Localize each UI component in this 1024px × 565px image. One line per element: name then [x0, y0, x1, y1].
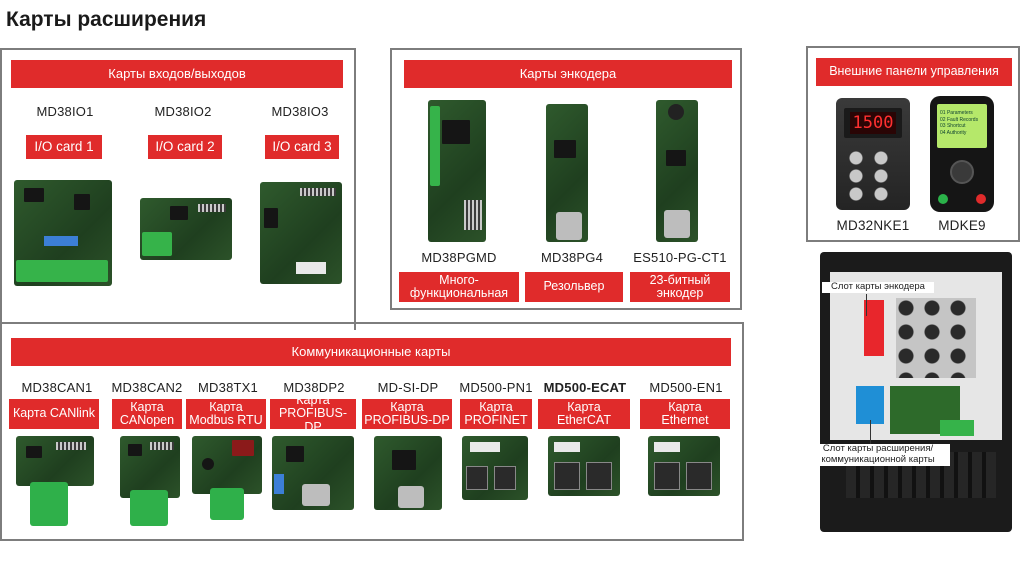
comm-card-8-tag: Карта Ethernet: [640, 399, 730, 429]
page-title: Карты расширения: [6, 8, 207, 31]
encoder-card-3-tag: 23-битный энкодер: [630, 272, 730, 302]
encoder-card-2-model: MD38PG4: [540, 250, 604, 265]
keypad-md32nke1-display: 1500: [850, 112, 896, 134]
comm-card-7-image: [548, 436, 620, 496]
keypad-md32nke1-image: 1500: [836, 98, 910, 210]
encoder-card-1-model: MD38PGMD: [421, 250, 497, 265]
comm-card-4-tag: Карта PROFIBUS-DP: [270, 394, 356, 433]
comm-card-4-image: [272, 436, 354, 510]
io-cards-banner: Карты входов/выходов: [11, 60, 343, 88]
encoder-slot-leader: [866, 294, 867, 316]
comm-card-2-tag: Карта CANopen: [112, 399, 182, 429]
comm-card-5-image: [374, 436, 442, 510]
comm-card-3-image: [192, 436, 262, 494]
comm-card-6-model: MD500-PN1: [459, 380, 533, 395]
encoder-card-3-image: [656, 100, 698, 242]
encoder-card-1-image: [428, 100, 486, 242]
encoder-cards-banner: Карты энкодера: [404, 60, 732, 88]
io-card-3-image: [260, 182, 342, 284]
comm-card-7-tag: Карта EtherCAT: [538, 399, 630, 429]
expansion-slot-leader: [870, 420, 871, 444]
encoder-card-2-image: [546, 104, 588, 242]
keypad-md32nke1-model: MD32NKE1: [836, 218, 910, 233]
comm-card-2-model: MD38CAN2: [111, 380, 183, 395]
control-panels-frame: [806, 46, 1020, 242]
keypad-mdke9-line-2: 02 Fault Records: [940, 116, 979, 123]
comm-card-8-image: [648, 436, 720, 496]
comm-card-1-tag: Карта CANlink: [9, 399, 99, 429]
encoder-card-1-tag: Много-функциональная: [399, 272, 519, 302]
comm-card-2-terminal: [130, 490, 168, 526]
io-card-2-tag: I/O card 2: [148, 135, 222, 159]
expansion-slot-marker: [856, 386, 884, 424]
comm-card-7-model: MD500-ECAT: [543, 380, 627, 395]
encoder-cards-frame: [390, 48, 742, 310]
io-card-2-image: [140, 198, 232, 260]
comm-card-8-model: MD500-EN1: [649, 380, 723, 395]
io-card-2-model: MD38IO2: [154, 104, 212, 119]
comm-cards-frame: [0, 322, 744, 541]
io-cards-frame: [0, 48, 356, 330]
comm-card-3-terminal: [210, 488, 244, 520]
io-card-3-model: MD38IO3: [271, 104, 329, 119]
comm-card-5-tag: Карта PROFIBUS-DP: [362, 399, 452, 429]
comm-card-3-tag: Карта Modbus RTU: [186, 399, 266, 429]
comm-card-1-image: [16, 436, 94, 486]
expansion-slot-label: Слот карты расширения/ коммуникационной …: [806, 443, 950, 466]
encoder-card-3-model: ES510-PG-CT1: [633, 250, 727, 265]
comm-card-1-model: MD38CAN1: [21, 380, 93, 395]
comm-card-5-model: MD-SI-DP: [377, 380, 439, 395]
io-card-1-tag: I/O card 1: [26, 135, 102, 159]
keypad-mdke9-line-3: 03 Shortcut: [940, 123, 966, 129]
comm-card-3-model: MD38TX1: [198, 380, 258, 395]
comm-card-6-tag: Карта PROFINET: [460, 399, 532, 429]
drive-image: [820, 252, 1012, 532]
comm-card-4-model: MD38DP2: [283, 380, 345, 395]
encoder-card-2-tag: Резольвер: [525, 272, 623, 302]
comm-card-1-terminal: [30, 482, 68, 526]
io-card-1-image: [14, 180, 112, 286]
comm-card-2-image: [120, 436, 180, 498]
io-card-3-tag: I/O card 3: [265, 135, 339, 159]
comm-cards-banner: Коммуникационные карты: [11, 338, 731, 366]
io-card-1-model: MD38IO1: [36, 104, 94, 119]
encoder-slot-label: Слот карты энкодера: [822, 281, 934, 293]
keypad-mdke9-line-1: 01 Parameters: [940, 110, 973, 116]
keypad-mdke9-model: MDKE9: [938, 218, 986, 233]
control-panels-banner: Внешние панели управления: [816, 58, 1012, 86]
keypad-mdke9-image: 01 Parameters 02 Fault Records 03 Shortc…: [930, 96, 994, 212]
comm-card-6-image: [462, 436, 528, 500]
encoder-slot-marker: [864, 300, 884, 356]
keypad-mdke9-line-4: 04 Authority: [940, 129, 967, 136]
